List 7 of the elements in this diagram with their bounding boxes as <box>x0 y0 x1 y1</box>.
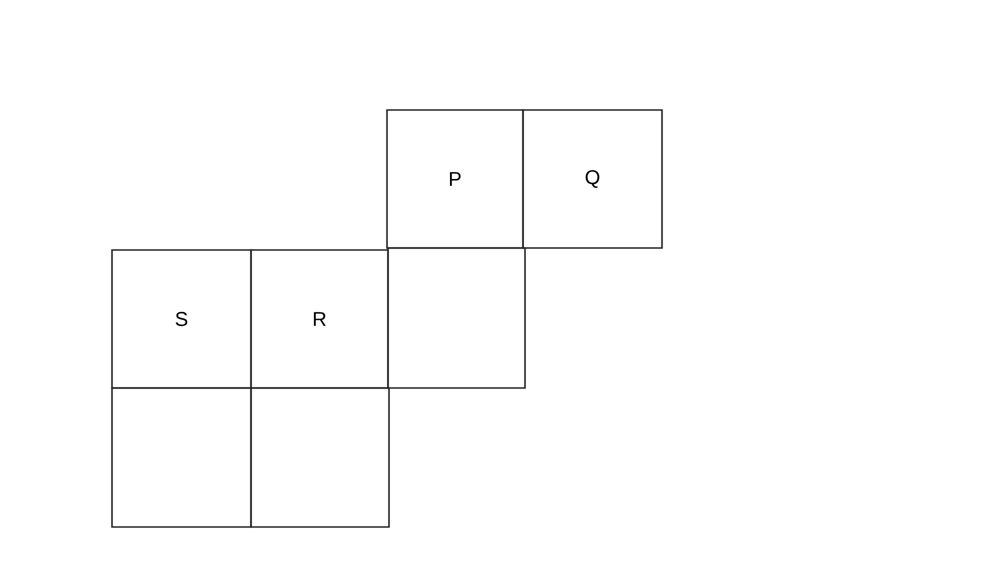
grid-square: P <box>386 109 524 249</box>
grid-square: S <box>111 249 252 389</box>
grid-square: R <box>250 249 389 389</box>
grid-square <box>250 387 390 528</box>
grid-square <box>111 387 252 528</box>
grid-square <box>387 247 526 389</box>
grid-square: Q <box>522 109 663 249</box>
